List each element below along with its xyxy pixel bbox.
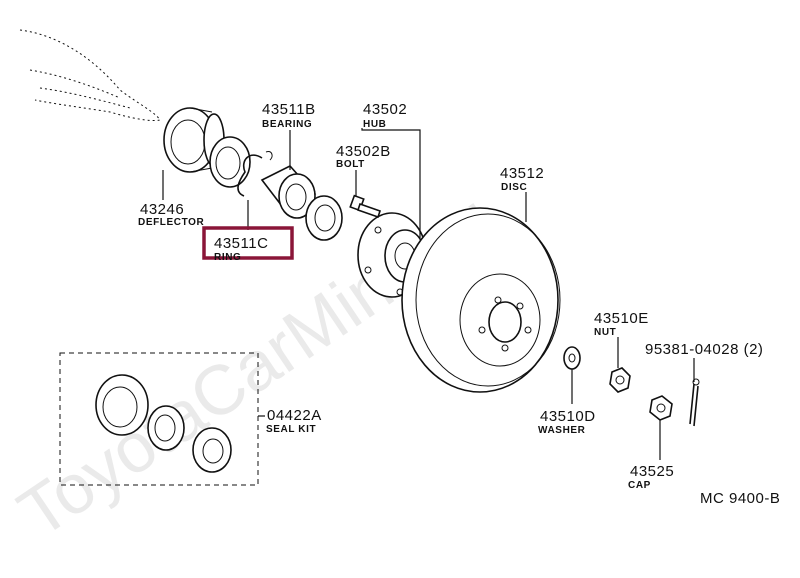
label-deflector: 43246 DEFLECTOR — [138, 201, 205, 228]
nut-part[interactable] — [609, 367, 631, 393]
bearing-inner-race[interactable] — [209, 136, 251, 188]
highlight-box — [202, 226, 294, 260]
part-name: HUB — [363, 119, 386, 130]
label-nut: 43510E NUT — [594, 310, 649, 338]
seal-kit-group[interactable] — [59, 352, 259, 486]
part-name: NUT — [594, 327, 616, 338]
disc-part[interactable] — [401, 207, 561, 393]
part-name: RING — [214, 252, 241, 263]
part-number: 95381-04028 (2) — [645, 341, 763, 358]
label-disc: 43512 DISC — [500, 165, 544, 193]
part-name: BEARING — [262, 119, 312, 130]
part-number: 43511B — [262, 101, 316, 118]
part-number: 43511C — [214, 235, 268, 252]
deflector-part[interactable] — [163, 107, 225, 173]
part-number: 43502B — [336, 143, 391, 160]
part-name: DISC — [501, 182, 527, 193]
label-washer: 43510D WASHER — [538, 408, 596, 436]
label-pin: 95381-04028 (2) — [645, 341, 763, 358]
part-name: SEAL KIT — [266, 424, 316, 435]
part-number: 43246 — [140, 201, 184, 218]
label-hub: 43502 HUB — [363, 101, 407, 130]
pointing-hand-icon — [19, 29, 161, 121]
label-seal-kit: 04422A SEAL KIT — [266, 407, 322, 435]
part-name: DEFLECTOR — [138, 217, 205, 228]
bolt-part[interactable] — [349, 194, 382, 219]
part-name: BOLT — [336, 159, 365, 170]
diagram-code: MC 9400-B — [700, 490, 780, 507]
part-number: 43502 — [363, 101, 407, 118]
label-bolt: 43502B BOLT — [336, 143, 391, 170]
part-name: WASHER — [538, 425, 586, 436]
cap-part[interactable] — [649, 395, 673, 421]
washer-part[interactable] — [563, 346, 581, 370]
part-number: 43510E — [594, 310, 649, 327]
seal-part[interactable] — [305, 195, 343, 241]
label-ring[interactable]: 43511C RING — [202, 226, 294, 263]
part-name: CAP — [628, 480, 651, 491]
label-cap: 43525 CAP — [628, 463, 674, 491]
part-number: 43510D — [540, 408, 596, 425]
part-number: 43512 — [500, 165, 544, 182]
label-bearing: 43511B BEARING — [262, 101, 316, 130]
pin-part[interactable] — [689, 378, 700, 427]
bearing-part[interactable] — [260, 165, 317, 219]
ring-part[interactable] — [237, 151, 273, 197]
part-number: 43525 — [630, 463, 674, 480]
leader-lines — [162, 128, 695, 460]
part-number: 04422A — [267, 407, 322, 424]
